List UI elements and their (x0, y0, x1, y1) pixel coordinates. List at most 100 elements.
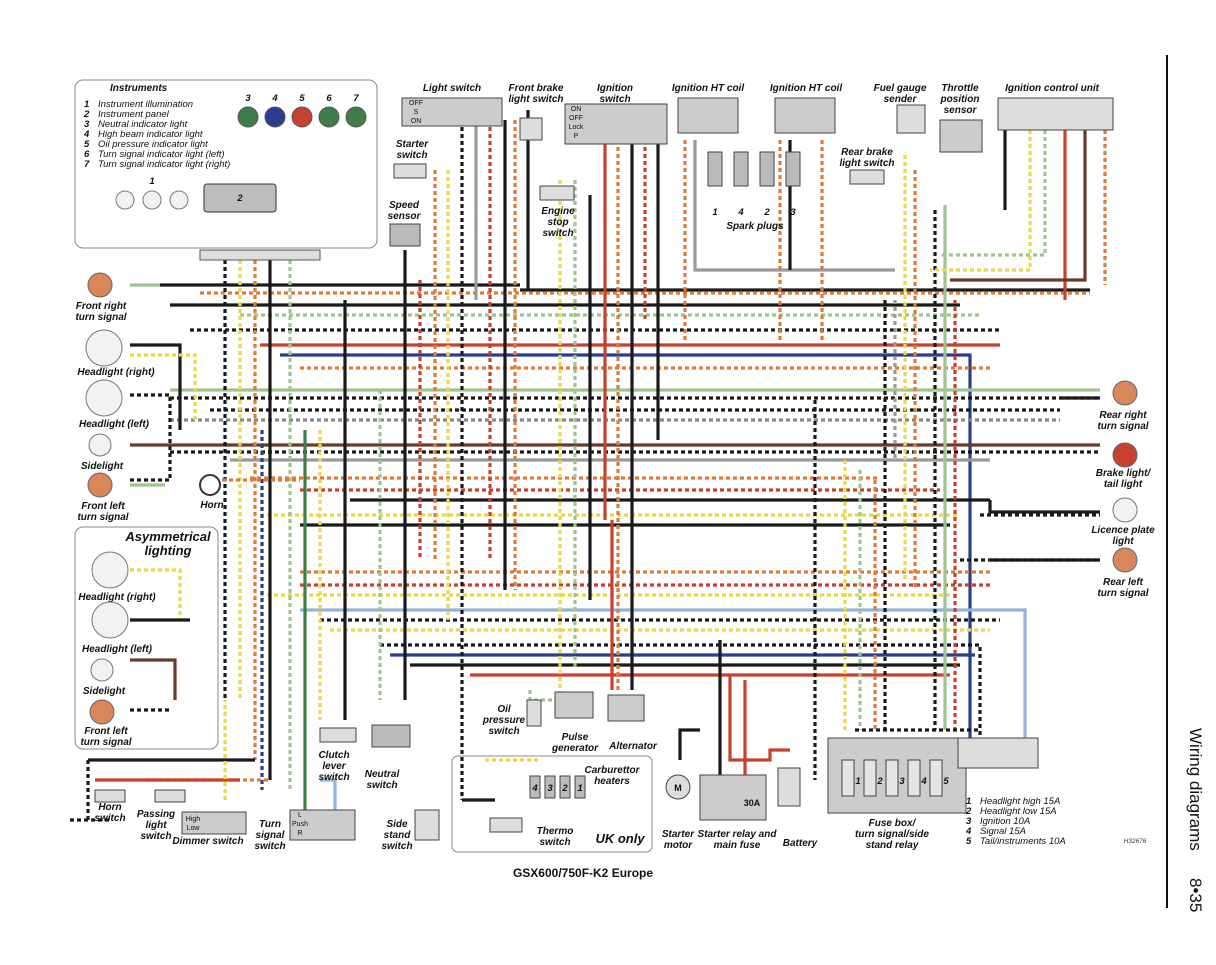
spark-plug-number: 2 (763, 207, 770, 218)
illumination-bulbs: 1 (115, 176, 189, 210)
fuse-legend-number: 4 (965, 826, 972, 837)
indicator-bulb (291, 106, 313, 128)
svg-text:Ignition HT coil: Ignition HT coil (770, 83, 842, 94)
light-switch-position: S (414, 109, 419, 116)
bulb-number: 6 (326, 93, 332, 104)
instrument-panel-box (203, 183, 277, 213)
carb-heater-number: 4 (531, 783, 538, 794)
fuse-legend-text: Signal 15A (980, 826, 1026, 837)
dimmer-position: High (186, 816, 201, 823)
legend-number: 5 (84, 139, 90, 150)
spark-plug-number: 1 (712, 207, 717, 218)
indicator-bulb (345, 106, 367, 128)
legend-text: Turn signal indicator light (right) (98, 159, 230, 170)
legend-number: 6 (84, 149, 90, 160)
svg-text:Battery: Battery (783, 838, 818, 849)
carb-heater (544, 775, 556, 799)
spark-plug (733, 151, 749, 187)
spark-plug-number: 3 (790, 207, 796, 218)
legend-text: Turn signal indicator light (left) (98, 149, 225, 160)
svg-text:UK only: UK only (595, 831, 645, 846)
legend-number: 1 (84, 99, 89, 110)
wire-harness (70, 110, 1107, 822)
fuse-legend-number: 1 (966, 796, 971, 807)
light-switch-position: ON (411, 118, 422, 125)
svg-text:Ignition control unit: Ignition control unit (1005, 83, 1100, 94)
fuse-legend-text: Ignition 10A (980, 816, 1030, 827)
fuse-number: 2 (876, 776, 883, 787)
fuse-legend-number: 3 (966, 816, 972, 827)
fuse-slot (863, 759, 877, 797)
spark-plug (785, 151, 801, 187)
instrument-connector (199, 249, 321, 261)
bulb-number: 5 (299, 93, 305, 104)
carb-heater (559, 775, 571, 799)
illum-number: 1 (149, 176, 154, 187)
indicator-bulb (237, 106, 259, 128)
ignition-position: P (574, 133, 579, 140)
fuse-legend-text: Headlight high 15A (980, 796, 1060, 807)
fuse-slot (907, 759, 921, 797)
bulb-number: 4 (271, 93, 278, 104)
legend-number: 2 (83, 109, 90, 120)
panel-number: 2 (236, 193, 243, 204)
indicator-bulb (264, 106, 286, 128)
ht-coil-1: Ignition HT coil (672, 83, 744, 134)
carb-heater-number: 2 (561, 783, 568, 794)
side-title: Wiring diagrams 8•35 (1186, 728, 1205, 912)
fuse-slot (929, 759, 943, 797)
turn-position: R (297, 830, 302, 837)
carb-heater (529, 775, 541, 799)
spark-plug-number: 4 (737, 207, 744, 218)
svg-text:Alternator: Alternator (608, 741, 658, 752)
spark-plug (707, 151, 723, 187)
legend-number: 4 (83, 129, 90, 140)
light-switch: Light switch OFF S ON (401, 83, 503, 127)
carb-heater-number: 1 (577, 783, 582, 794)
light-switch-position: OFF (409, 100, 423, 107)
page-number: 8•35 (1186, 878, 1205, 912)
spark-plug (759, 151, 775, 187)
turn-position: L (298, 812, 302, 819)
instruments-heading: Instruments (110, 83, 168, 94)
svg-text:Light switch: Light switch (423, 83, 481, 94)
svg-text:30A: 30A (744, 798, 761, 808)
fuse-slot (841, 759, 855, 797)
svg-text:Sidelight: Sidelight (83, 686, 126, 697)
svg-text:Headlight (right): Headlight (right) (78, 592, 156, 603)
diagram-title: GSX600/750F-K2 Europe (513, 866, 653, 880)
brake-label: Brake light/tail light (1096, 468, 1152, 490)
